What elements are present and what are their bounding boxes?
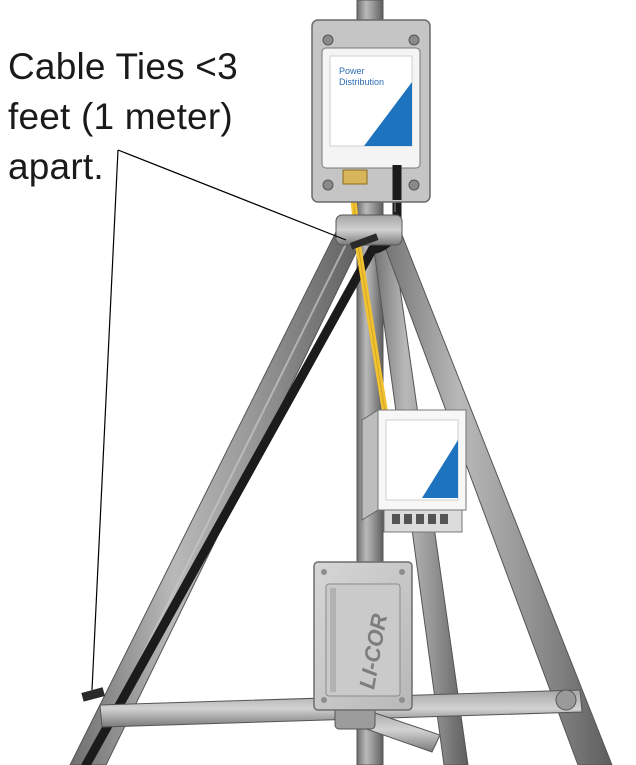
sensor-box-accent — [422, 440, 458, 498]
callout-line-3: apart. — [8, 146, 104, 187]
data-logger-box: LI-COR — [313, 561, 413, 711]
power-box-label-line1: Power — [339, 66, 365, 76]
power-box-label-line2: Distribution — [339, 77, 384, 87]
leader-line-bottom — [91, 149, 119, 691]
callout-line-2: feet (1 meter) — [8, 96, 233, 137]
power-distribution-box: Power Distribution — [311, 19, 431, 203]
leader-line-top — [117, 149, 347, 241]
cable-tie-top — [349, 233, 379, 250]
callout-line-1: Cable Ties <3 — [8, 46, 238, 87]
tripod-head — [335, 214, 403, 246]
power-box-accent — [364, 82, 412, 146]
cable-ties-callout: Cable Ties <3 feet (1 meter) apart. — [8, 42, 268, 192]
sensor-interface-box — [361, 409, 467, 533]
cable-tie-bottom — [81, 687, 105, 702]
